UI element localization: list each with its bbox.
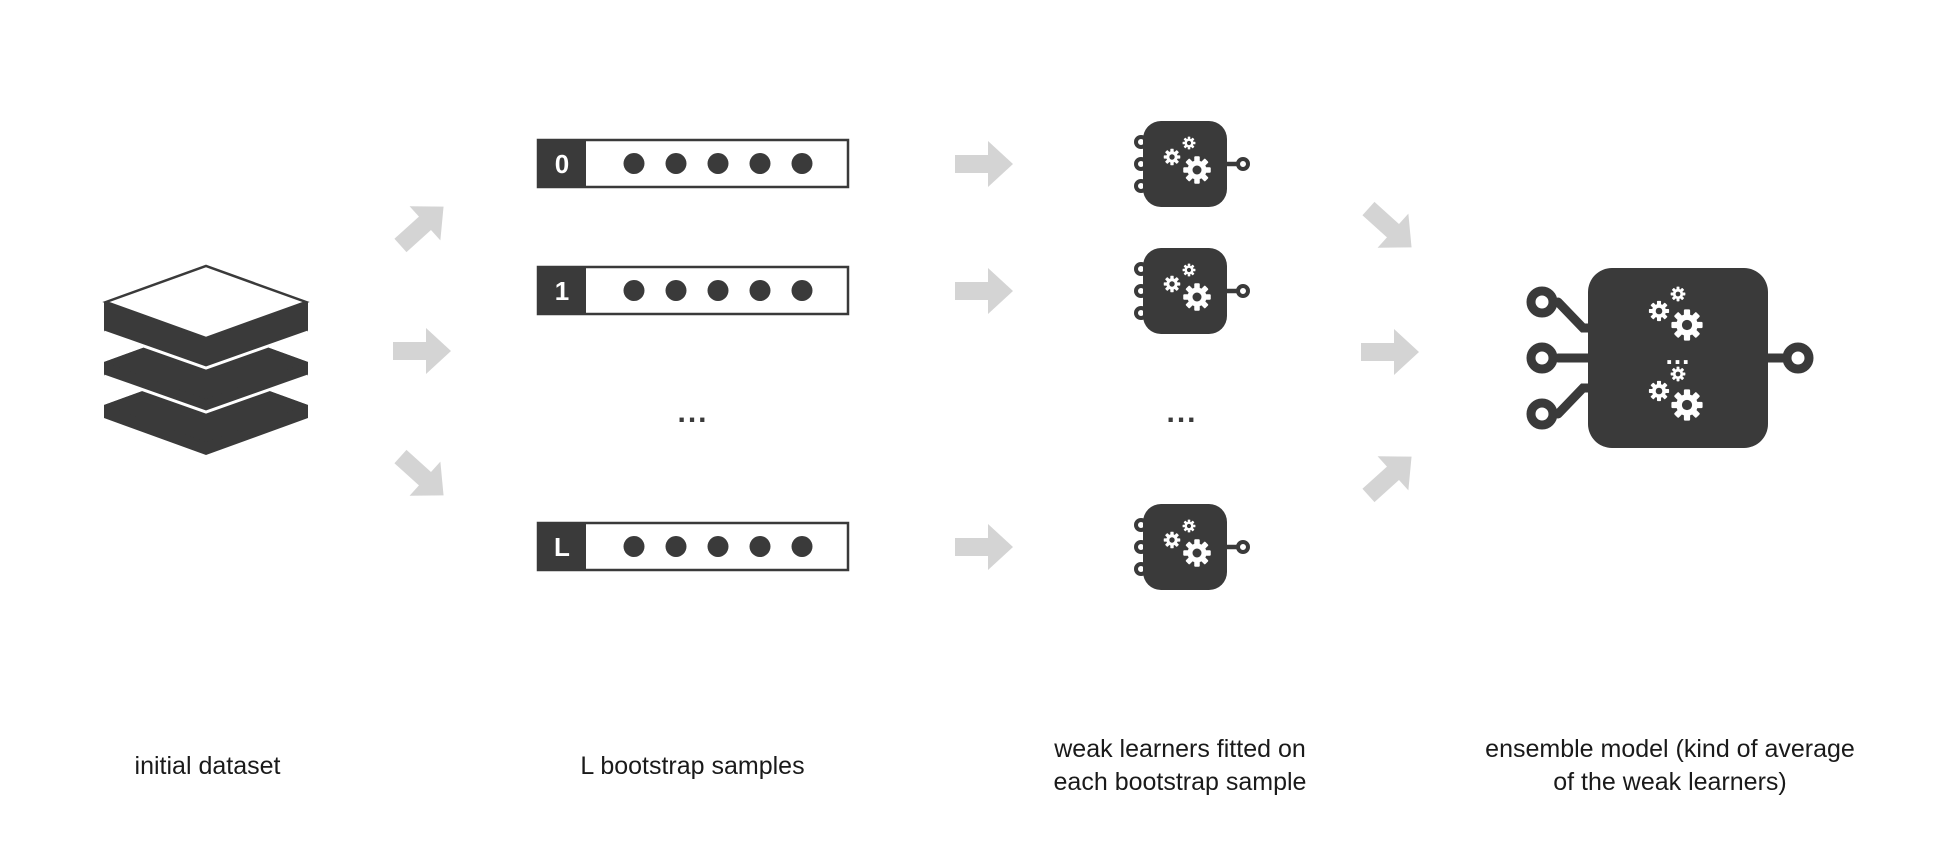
arrow-icon [385,439,459,513]
caption-text-line-1: ensemble model (kind of average [1485,735,1855,763]
bootstrap-sample-L: L [536,521,850,572]
samples-ellipsis: ... [677,396,708,429]
sample-points [623,536,813,557]
data-point [791,536,813,557]
weak-learner-icon [1134,504,1250,590]
caption-text: L bootstrap samples [580,752,805,780]
ensemble-ellipsis: ... [1666,340,1691,370]
data-point [749,153,771,174]
data-point [791,280,813,301]
data-point [665,153,687,174]
caption-text-line-1: weak learners fitted on [1054,735,1306,763]
data-point [707,280,729,301]
ensemble-model-icon: ... [1526,268,1814,448]
caption-initial-dataset: initial dataset [80,750,335,783]
bootstrap-sample-0: 0 [536,138,850,189]
arrow-icon [393,328,451,374]
caption-text-line-2: each bootstrap sample [1053,768,1307,796]
data-point [623,536,645,557]
sample-label: L [554,532,570,562]
data-point [749,280,771,301]
caption-weak-learners: weak learners fitted on each bootstrap s… [1020,733,1340,799]
arrow-icon [955,268,1013,314]
sample-label: 0 [555,149,569,179]
data-point [623,153,645,174]
caption-text: initial dataset [134,752,281,780]
sample-points [623,280,813,301]
data-point [707,536,729,557]
data-point [665,280,687,301]
dataset-stack-icon [102,264,310,455]
data-point [623,280,645,301]
data-point [707,153,729,174]
weak-learner-icon [1134,248,1250,334]
data-point [665,536,687,557]
learners-ellipsis: ... [1166,396,1197,429]
sample-label: 1 [555,276,569,306]
arrow-icon [955,141,1013,187]
caption-bootstrap-samples: L bootstrap samples [540,750,845,783]
caption-text-line-2: of the weak learners) [1553,768,1787,796]
caption-ensemble-model: ensemble model (kind of average of the w… [1450,733,1890,799]
weak-learner-icon [1134,121,1250,207]
bootstrap-sample-1: 1 [536,265,850,316]
data-point [791,153,813,174]
arrow-icon [1353,191,1427,265]
arrow-icon [1361,329,1419,375]
arrow-icon [1353,439,1427,513]
sample-points [623,153,813,174]
arrow-icon [385,189,459,263]
data-point [749,536,771,557]
arrow-icon [955,524,1013,570]
